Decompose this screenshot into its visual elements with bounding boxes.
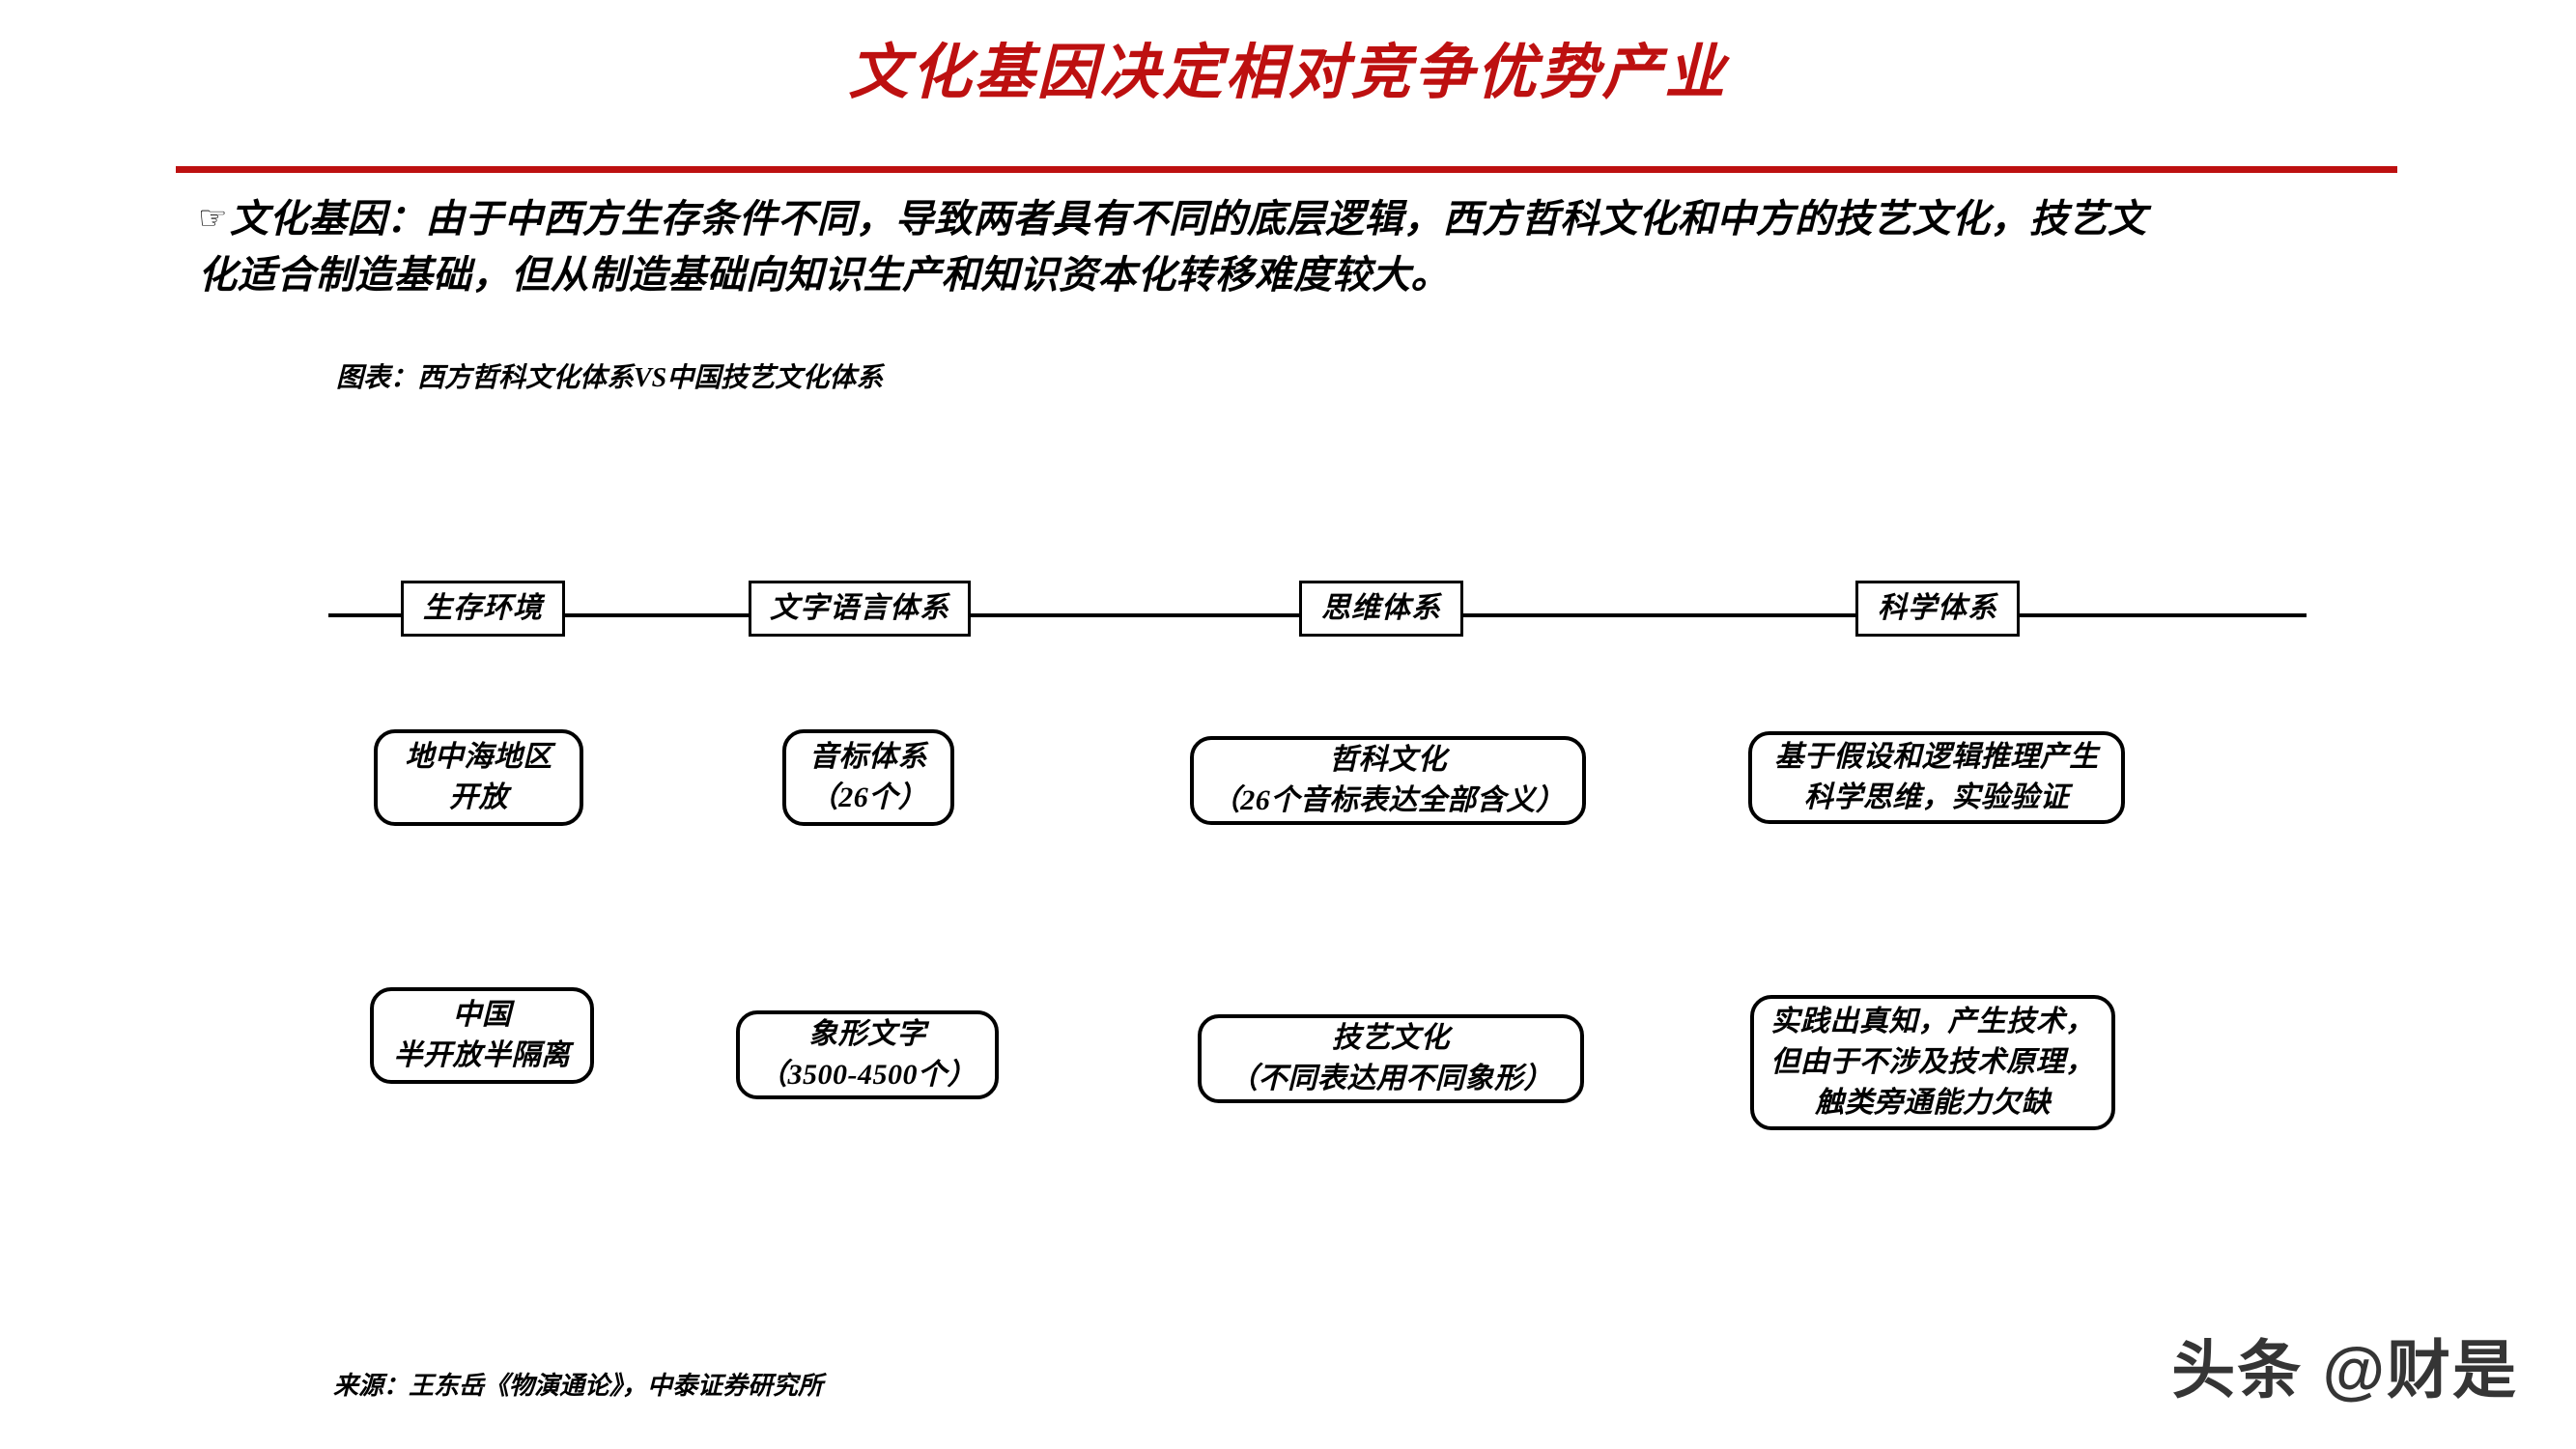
stage-header-3: 思维体系 xyxy=(1299,581,1463,637)
body-line-1: ☞文化基因：由于中西方生存条件不同，导致两者具有不同的底层逻辑，西方哲科文化和中… xyxy=(198,191,2410,247)
node-row1-col3-line1: 哲科文化 xyxy=(1329,744,1447,776)
title-divider xyxy=(176,166,2397,173)
node-row2-col2-line1: 象形文字 xyxy=(808,1018,926,1050)
page-title: 文化基因决定相对竞争优势产业 xyxy=(848,41,1728,106)
node-row2-col4: 实践出真知，产生技术， 但由于不涉及技术原理， 触类旁通能力欠缺 xyxy=(1750,995,2115,1130)
stage-header-4: 科学体系 xyxy=(1855,581,2020,637)
node-row2-col4-line2: 但由于不涉及技术原理， xyxy=(1770,1046,2095,1078)
node-row2-col2-line2: （3500-4500个） xyxy=(758,1059,977,1091)
watermark: 头条 @财是 xyxy=(2171,1334,2518,1406)
node-row1-col3: 哲科文化 （26个音标表达全部含义） xyxy=(1190,736,1586,825)
node-row2-col4-line1: 实践出真知，产生技术， xyxy=(1770,1006,2095,1037)
node-row1-col4-line2: 科学思维，实验验证 xyxy=(1803,781,2070,813)
node-row1-col2-line1: 音标体系 xyxy=(809,741,927,773)
node-row1-col4: 基于假设和逻辑推理产生 科学思维，实验验证 xyxy=(1748,731,2125,824)
node-row2-col3-line2: （不同表达用不同象形） xyxy=(1229,1063,1553,1094)
node-row2-col3-line1: 技艺文化 xyxy=(1332,1022,1450,1054)
node-row2-col1-line1: 中国 xyxy=(452,999,512,1031)
source-note: 来源：王东岳《物演通论》，中泰证券研究所 xyxy=(333,1372,824,1400)
node-row1-col3-line2: （26个音标表达全部含义） xyxy=(1210,784,1566,816)
node-row2-col1: 中国 半开放半隔离 xyxy=(370,987,594,1084)
node-row1-col2-line2: （26个） xyxy=(808,781,928,813)
node-row2-col1-line2: 半开放半隔离 xyxy=(393,1039,571,1071)
node-row2-col3: 技艺文化 （不同表达用不同象形） xyxy=(1198,1014,1584,1103)
pointing-hand-icon: ☞ xyxy=(198,201,228,237)
node-row1-col2: 音标体系 （26个） xyxy=(782,729,954,826)
node-row1-col1-line2: 开放 xyxy=(449,781,508,813)
node-row2-col4-line3: 触类旁通能力欠缺 xyxy=(1815,1087,2051,1119)
node-row1-col4-line1: 基于假设和逻辑推理产生 xyxy=(1774,741,2099,773)
body-line-1-rest: 由于中西方生存条件不同，导致两者具有不同的底层逻辑，西方哲科文化和中方的技艺文化… xyxy=(425,197,2147,241)
body-line-2: 化适合制造基础，但从制造基础向知识生产和知识资本化转移难度较大。 xyxy=(198,253,1450,297)
figure-caption: 图表：西方哲科文化体系VS中国技艺文化体系 xyxy=(336,363,884,393)
stage-header-2: 文字语言体系 xyxy=(749,581,971,637)
node-row1-col1-line1: 地中海地区 xyxy=(405,741,552,773)
body-lead-term: 文化基因： xyxy=(229,197,426,241)
node-row1-col1: 地中海地区 开放 xyxy=(374,729,583,826)
node-row2-col2: 象形文字 （3500-4500个） xyxy=(736,1010,999,1099)
body-paragraph: ☞文化基因：由于中西方生存条件不同，导致两者具有不同的底层逻辑，西方哲科文化和中… xyxy=(198,191,2410,303)
stage-header-1: 生存环境 xyxy=(401,581,565,637)
